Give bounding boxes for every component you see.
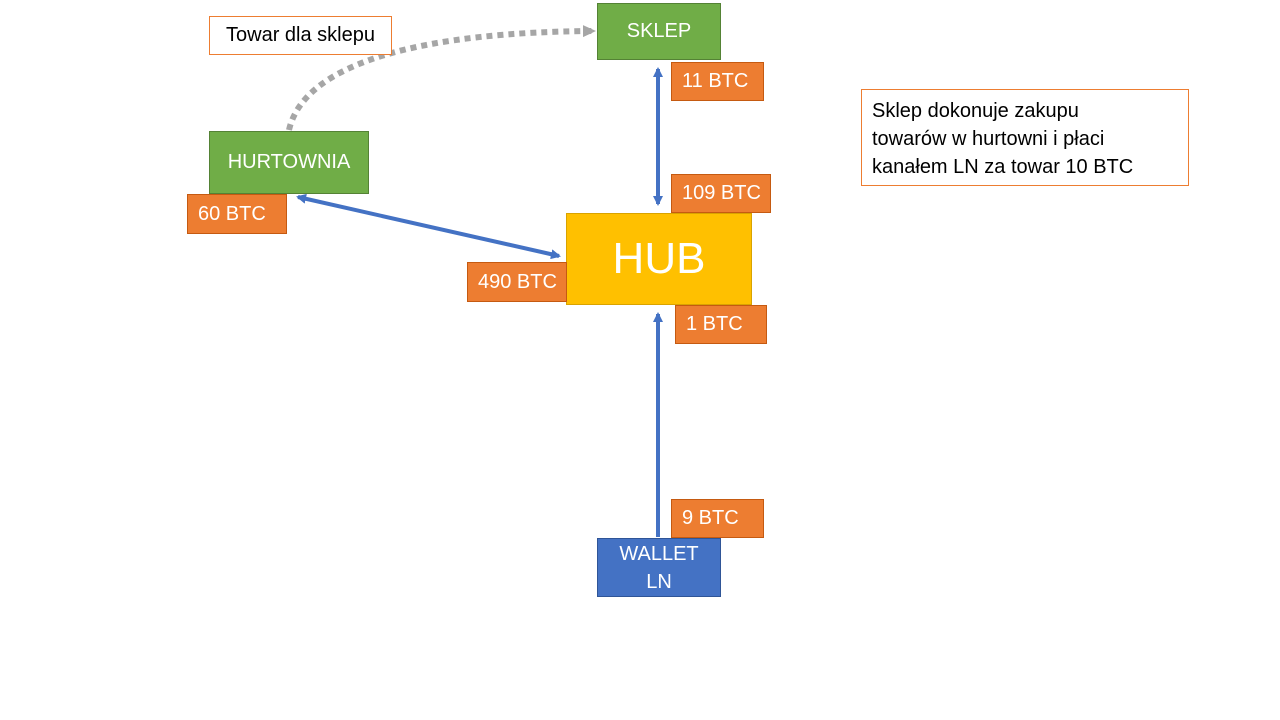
description-box: Sklep dokonuje zakupu towarów w hurtowni… [861, 89, 1189, 186]
balance-value: 490 BTC [478, 270, 557, 293]
balance-badge-hub-hurtownia: 490 BTC [467, 262, 567, 302]
hub-hurtownia-channel-arrow [296, 193, 561, 260]
balance-value: 109 BTC [682, 182, 761, 204]
balance-badge-wallet: 9 BTC [671, 499, 764, 538]
sklep-node: SKLEP [597, 3, 721, 60]
hub-label: HUB [612, 234, 706, 283]
wallet-label-line1: WALLET [619, 542, 699, 565]
goods-flow-label: Towar dla sklepu [209, 16, 392, 55]
hurtownia-node: HURTOWNIA [209, 131, 369, 194]
balance-value: 1 BTC [686, 313, 743, 335]
balance-badge-sklep: 11 BTC [671, 62, 764, 101]
balance-badge-hub-sklep: 109 BTC [671, 174, 771, 213]
wallet-label-line2: LN [646, 570, 672, 593]
balance-value: 60 BTC [198, 202, 266, 225]
hurtownia-label: HURTOWNIA [227, 151, 351, 173]
description-line: Sklep dokonuje zakupu [872, 100, 1079, 122]
goods-flow-text: Towar dla sklepu [226, 24, 375, 46]
description-line: kanałem LN za towar 10 BTC [872, 156, 1134, 178]
goods-flow-dotted-arrow [286, 25, 596, 131]
balance-value: 11 BTC [682, 70, 749, 92]
sklep-label: SKLEP [626, 20, 692, 42]
balance-value: 9 BTC [682, 507, 739, 529]
wallet-ln-node: WALLET LN [597, 538, 721, 597]
balance-badge-hurtownia: 60 BTC [187, 194, 287, 234]
balance-badge-hub-wallet: 1 BTC [675, 305, 767, 344]
description-line: towarów w hurtowni i płaci [872, 128, 1105, 150]
hub-node: HUB [566, 213, 752, 305]
